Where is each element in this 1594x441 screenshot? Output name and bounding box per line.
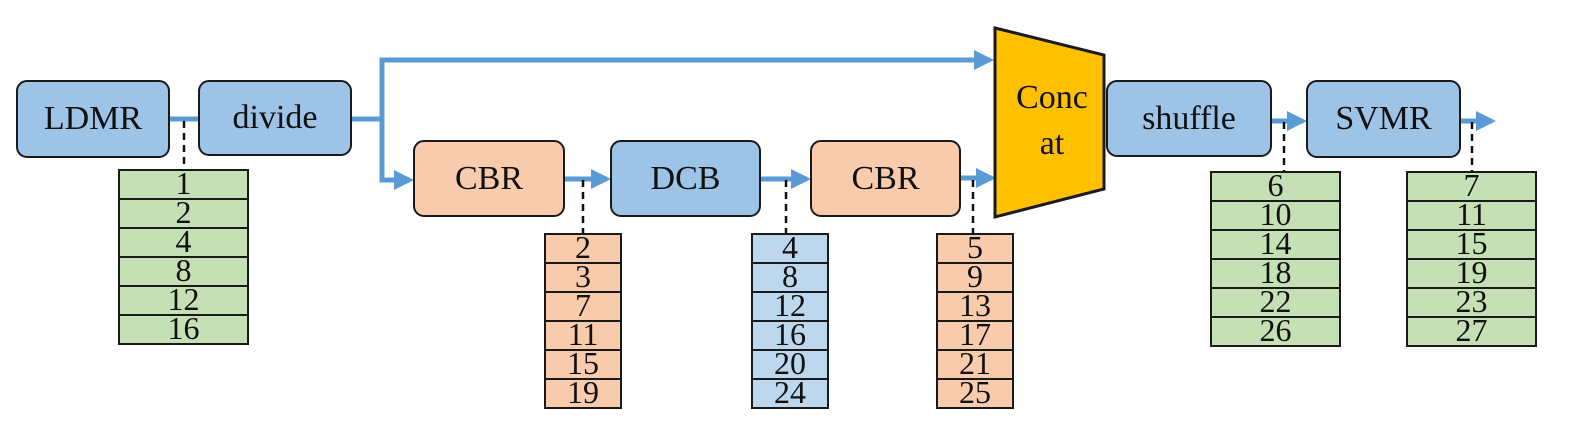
dcb-block: DCB [610, 140, 761, 217]
stack-cell: 23 [1406, 287, 1537, 318]
stack-cell: 7 [1406, 171, 1537, 202]
stack-cell: 18 [1210, 258, 1341, 289]
shuffle-index-stack: 6 10 14 18 22 26 [1210, 171, 1341, 347]
stack-cell: 24 [751, 378, 829, 409]
stack-cell: 3 [544, 262, 622, 293]
stack-cell: 13 [936, 291, 1014, 322]
stack-cell: 25 [936, 378, 1014, 409]
stack-cell: 19 [1406, 258, 1537, 289]
arrow-divide-to-concat [352, 50, 994, 122]
dcb-index-stack: 4 8 12 16 20 24 [751, 233, 829, 409]
stack-cell: 8 [751, 262, 829, 293]
cbr2-index-stack: 5 9 13 17 21 25 [936, 233, 1014, 409]
stack-cell: 21 [936, 349, 1014, 380]
stack-cell: 19 [544, 378, 622, 409]
stack-cell: 12 [118, 285, 249, 316]
stack-cell: 7 [544, 291, 622, 322]
cbr-block-2: CBR [810, 140, 961, 217]
stack-cell: 14 [1210, 229, 1341, 260]
stack-cell: 27 [1406, 316, 1537, 347]
stack-cell: 26 [1210, 316, 1341, 347]
shuffle-block: shuffle [1106, 80, 1272, 157]
stack-cell: 2 [544, 233, 622, 264]
stack-cell: 20 [751, 349, 829, 380]
svmr-block: SVMR [1306, 80, 1461, 158]
stack-cell: 6 [1210, 171, 1341, 202]
stack-cell: 10 [1210, 200, 1341, 231]
cbr1-index-stack: 2 3 7 11 15 19 [544, 233, 622, 409]
stack-cell: 16 [118, 314, 249, 345]
stack-cell: 15 [544, 349, 622, 380]
stack-cell: 12 [751, 291, 829, 322]
ldmr-block: LDMR [16, 80, 170, 158]
stack-cell: 8 [118, 256, 249, 287]
concat-label-line1: Conc [1016, 79, 1088, 116]
stack-cell: 17 [936, 320, 1014, 351]
concat-label: Conc at [998, 75, 1106, 167]
stack-cell: 22 [1210, 287, 1341, 318]
ldmr-index-stack: 1 2 4 8 12 16 [118, 169, 249, 345]
divide-block: divide [198, 80, 352, 156]
stack-cell: 5 [936, 233, 1014, 264]
cbr-block-1: CBR [413, 140, 565, 217]
concat-block [993, 26, 1106, 219]
concat-label-line2: at [1039, 125, 1065, 162]
stack-cell: 16 [751, 320, 829, 351]
svmr-index-stack: 7 11 15 19 23 27 [1406, 171, 1537, 347]
stack-cell: 4 [751, 233, 829, 264]
stack-cell: 11 [544, 320, 622, 351]
stack-cell: 2 [118, 198, 249, 229]
stack-cell: 9 [936, 262, 1014, 293]
stack-cell: 11 [1406, 200, 1537, 231]
stack-cell: 4 [118, 227, 249, 258]
arrow-divide-to-cbr1 [379, 119, 414, 190]
stack-cell: 15 [1406, 229, 1537, 260]
stack-cell: 1 [118, 169, 249, 200]
